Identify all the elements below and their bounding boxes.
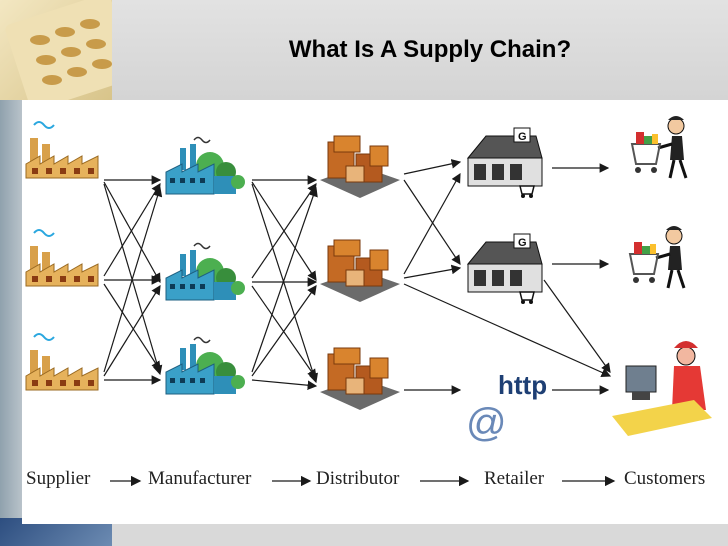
- diagram-canvas: G: [25, 114, 712, 489]
- stage-label-distributor: Distributor: [316, 468, 400, 489]
- customer-shopper-icon: [628, 224, 686, 290]
- slide-title: What Is A Supply Chain?: [288, 36, 572, 63]
- supply-chain-diagram: G: [22, 100, 728, 524]
- online-customer-icon: [612, 341, 712, 436]
- supplier-to-manufacturer-arrows: [103, 175, 163, 385]
- stage-label-retailer: Retailer: [484, 468, 545, 489]
- manufacturer-plant-icon: [165, 242, 246, 301]
- retailer-store-icon: [467, 127, 543, 199]
- manufacturer-plant-icon: [165, 136, 246, 195]
- stage-label-supplier: Supplier: [26, 468, 91, 489]
- distributor-warehouse-icon: [319, 135, 401, 199]
- svg-text:http: http: [498, 370, 547, 400]
- distributor-to-retailer-arrows: [403, 159, 612, 395]
- customer-shopper-icon: [630, 114, 688, 180]
- distributor-warehouse-icon: [319, 239, 401, 303]
- stage-label-manufacturer: Manufacturer: [148, 468, 252, 489]
- calculator-photo: [0, 0, 112, 100]
- web-retailer-icon: http @: [466, 370, 547, 445]
- manufacturer-to-distributor-arrows: [251, 175, 318, 390]
- retailer-store-icon: [467, 233, 543, 305]
- manufacturer-plant-icon: [165, 336, 246, 395]
- svg-text:@: @: [466, 401, 507, 445]
- stage-label-customers: Customers: [624, 468, 705, 489]
- header-band: [0, 0, 728, 100]
- supplier-factory-icon: [25, 229, 99, 287]
- supplier-factory-icon: [25, 333, 99, 391]
- distributor-warehouse-icon: [319, 347, 401, 411]
- left-decorative-strip: [0, 0, 22, 546]
- retailer-to-customer-arrows: [543, 163, 611, 395]
- supplier-factory-icon: [25, 121, 99, 179]
